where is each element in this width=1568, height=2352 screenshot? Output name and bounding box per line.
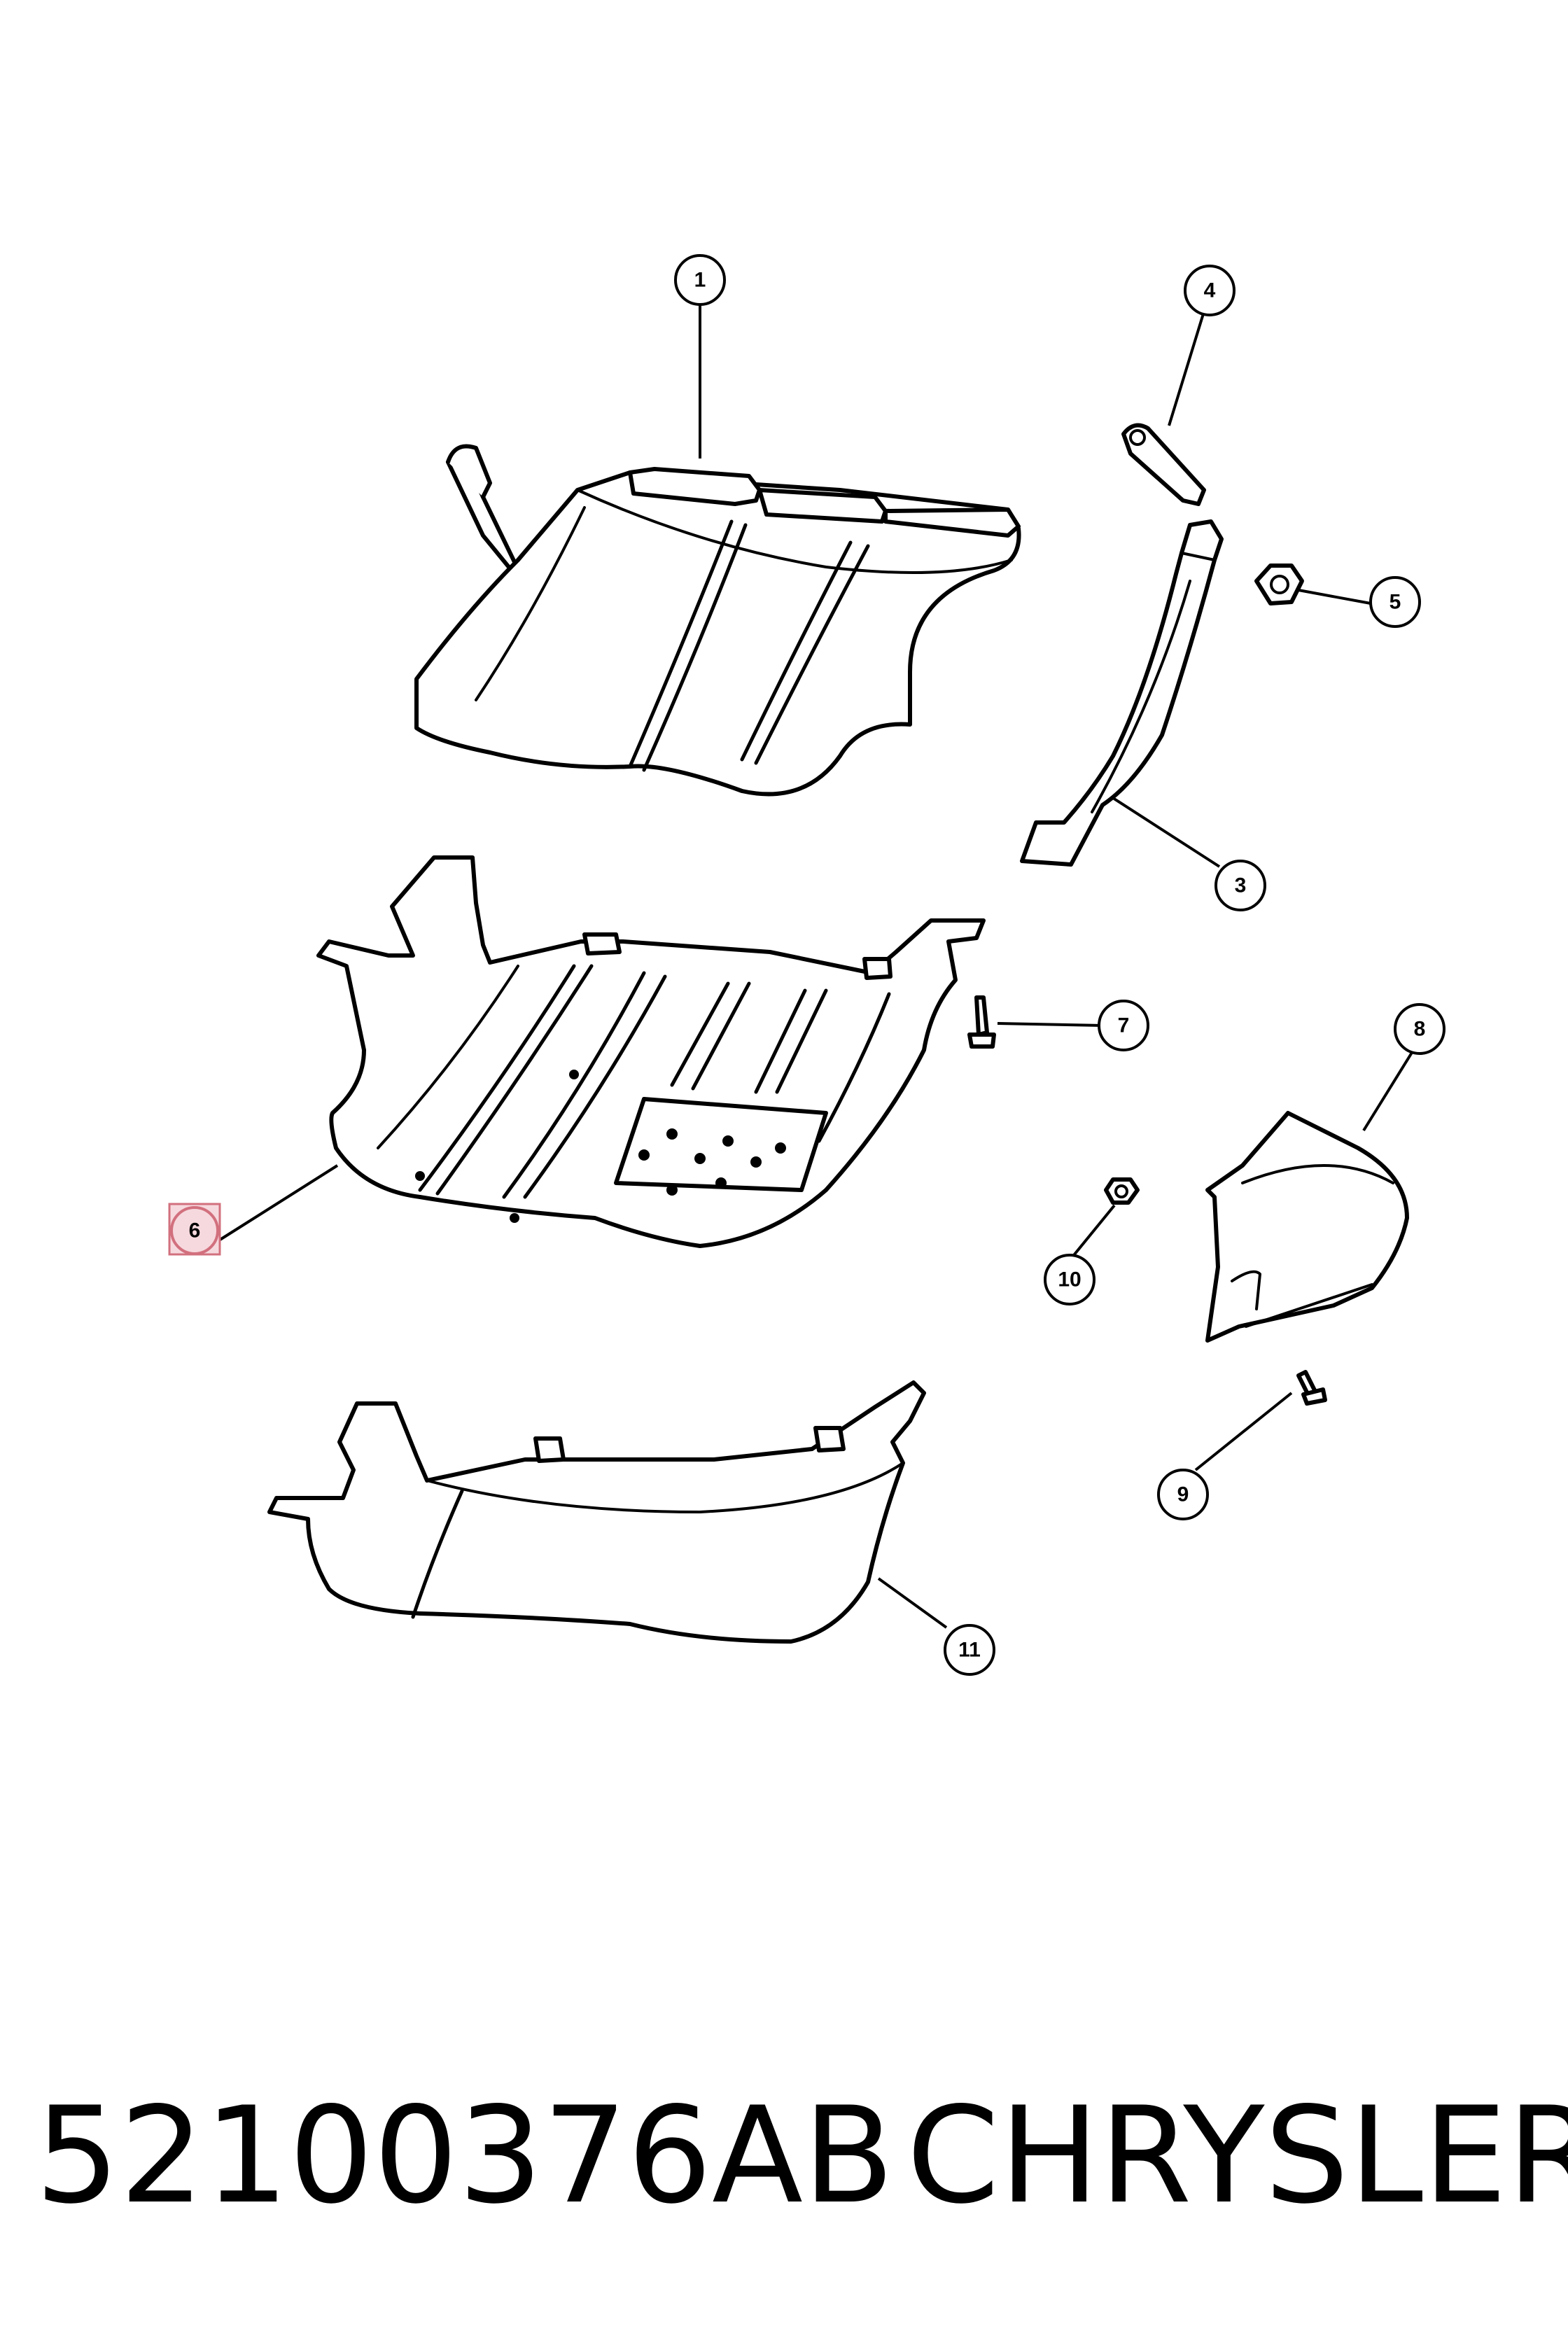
leader-lines bbox=[214, 303, 1414, 1629]
bolt-part-7 bbox=[967, 995, 996, 1049]
callout-7-label: 7 bbox=[1118, 1014, 1130, 1037]
callout-6[interactable]: 6 bbox=[168, 1203, 221, 1256]
callout-10[interactable]: 10 bbox=[1044, 1254, 1096, 1306]
skid-plate-part-6 bbox=[316, 855, 986, 1248]
part-number: 52100376AB bbox=[35, 2078, 894, 2233]
nut-part-5 bbox=[1254, 564, 1304, 606]
callout-8-label: 8 bbox=[1414, 1018, 1426, 1041]
callout-9[interactable]: 9 bbox=[1157, 1469, 1209, 1520]
callout-11-label: 11 bbox=[958, 1639, 981, 1662]
callout-7[interactable]: 7 bbox=[1098, 1000, 1149, 1051]
strap-part-3 bbox=[1020, 519, 1224, 867]
callout-9-label: 9 bbox=[1177, 1483, 1189, 1506]
nut-part-10 bbox=[1104, 1177, 1140, 1205]
callout-4[interactable]: 4 bbox=[1184, 265, 1236, 316]
shield-part-11 bbox=[267, 1380, 926, 1644]
brand-name: CHRYSLER bbox=[906, 2078, 1568, 2233]
callout-5[interactable]: 5 bbox=[1369, 576, 1421, 628]
callout-4-label: 4 bbox=[1204, 279, 1216, 302]
screw-part-9 bbox=[1296, 1370, 1327, 1406]
callout-3[interactable]: 3 bbox=[1214, 860, 1266, 911]
callout-1-label: 1 bbox=[694, 269, 706, 292]
bracket-part-4 bbox=[1121, 423, 1206, 506]
fuel-tank-part-1 bbox=[414, 444, 1021, 797]
callout-6-label: 6 bbox=[189, 1219, 201, 1242]
callout-3-label: 3 bbox=[1235, 874, 1247, 897]
callout-10-label: 10 bbox=[1058, 1268, 1081, 1292]
callout-8[interactable]: 8 bbox=[1394, 1003, 1446, 1055]
callout-11[interactable]: 11 bbox=[944, 1624, 995, 1676]
callout-5-label: 5 bbox=[1390, 591, 1401, 614]
callout-1[interactable]: 1 bbox=[674, 254, 726, 306]
cover-part-8 bbox=[1205, 1111, 1409, 1343]
